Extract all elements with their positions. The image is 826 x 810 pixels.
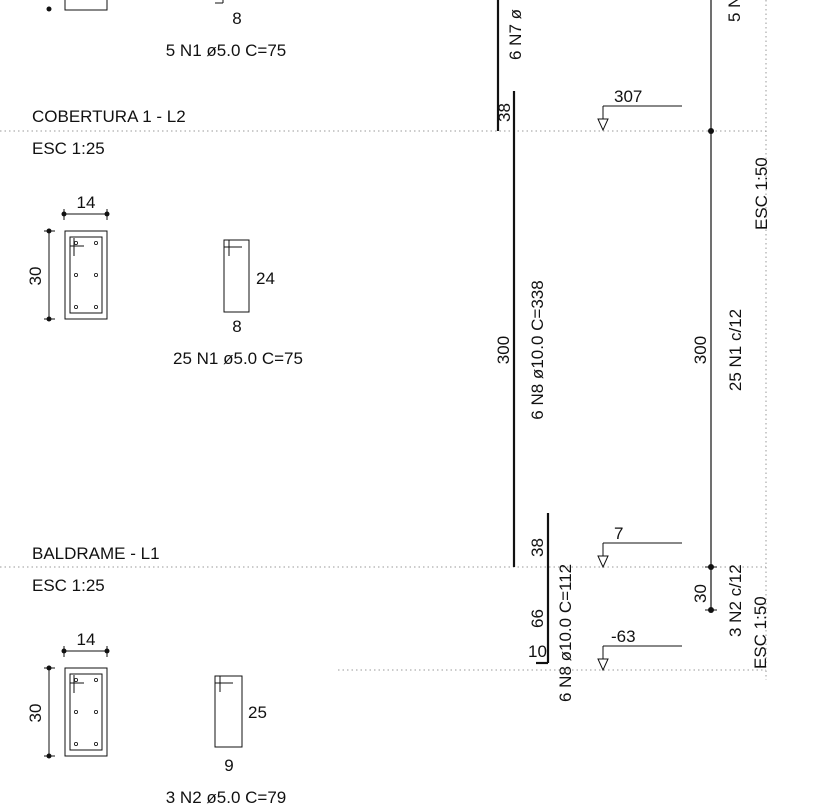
elevation-value: 7 bbox=[614, 524, 623, 543]
hook-length: 10 bbox=[528, 642, 547, 661]
level-triangle-icon bbox=[597, 555, 609, 569]
level-l2-block: COBERTURA 1 - L2 ESC 1:25 14 30 bbox=[26, 107, 303, 368]
base-stirrup-label: 3 N2 c/12 bbox=[726, 564, 745, 637]
elevation-marker-neg63: -63 bbox=[597, 627, 682, 672]
dimension-dot bbox=[46, 6, 52, 12]
elevation-markers: 307 7 -63 bbox=[597, 87, 682, 672]
starter-bar-label: 6 N8 ø10.0 C=112 bbox=[556, 564, 575, 702]
elevation-value: 307 bbox=[614, 87, 642, 106]
span-length: 300 bbox=[691, 336, 710, 364]
rebar bbox=[74, 742, 79, 747]
rebar bbox=[94, 304, 99, 309]
level-l1-block: BALDRAME - L1 ESC 1:25 14 30 25 9 3 bbox=[26, 544, 286, 807]
rebar bbox=[94, 272, 99, 277]
rebar bbox=[74, 304, 79, 309]
l2-section-width: 14 bbox=[77, 193, 96, 212]
level-l2-name: COBERTURA 1 - L2 bbox=[32, 107, 186, 126]
level-triangle-icon bbox=[597, 658, 609, 672]
bottom-splice-length: 38 bbox=[528, 538, 547, 557]
span-stirrup-label: 25 N1 c/12 bbox=[726, 309, 745, 391]
l1-section-width: 14 bbox=[77, 630, 96, 649]
top-stirrup-width: 8 bbox=[232, 9, 241, 28]
l2-column-section bbox=[64, 230, 108, 320]
l1-rebar-dots bbox=[74, 678, 99, 747]
l1-stirrup-height: 25 bbox=[248, 703, 267, 722]
base-length: 30 bbox=[691, 584, 710, 603]
rebar bbox=[94, 742, 99, 747]
stirrup-elevation: 5 N ESC 1:50 300 25 N1 c/12 30 3 N2 c/12… bbox=[691, 0, 771, 669]
l2-section-height: 30 bbox=[26, 267, 45, 286]
rebar bbox=[94, 710, 99, 715]
main-bar-label: 6 N8 ø10.0 C=338 bbox=[528, 280, 547, 419]
level-l1-scale: ESC 1:25 bbox=[32, 576, 105, 595]
rebar bbox=[94, 678, 99, 683]
l2-stirrup-caption: 25 N1 ø5.0 C=75 bbox=[173, 349, 303, 368]
top-cropped-section: 8 5 N1 ø5.0 C=75 bbox=[46, 0, 287, 60]
l1-column-stirrup bbox=[69, 673, 103, 751]
top-section-outline-cropped bbox=[64, 0, 108, 11]
l2-stirrup-shape bbox=[223, 239, 250, 313]
l1-stirrup-shape bbox=[214, 675, 243, 748]
main-bar-length: 300 bbox=[494, 336, 513, 364]
rebar bbox=[74, 240, 79, 245]
top-splice-length: 38 bbox=[495, 103, 514, 122]
level-l1-name: BALDRAME - L1 bbox=[32, 544, 160, 563]
rebar bbox=[94, 240, 99, 245]
elevation-value: -63 bbox=[611, 627, 636, 646]
elevation-marker-7: 7 bbox=[597, 524, 682, 569]
l2-stirrup-width: 8 bbox=[232, 317, 241, 336]
l2-column-stirrup bbox=[69, 236, 103, 314]
level-guide-lines bbox=[0, 0, 767, 680]
l1-stirrup-caption: 3 N2 ø5.0 C=79 bbox=[166, 788, 287, 807]
top-bar-label: 6 N7 ø bbox=[506, 9, 525, 60]
longitudinal-rebar-elevation: 6 N7 ø 38 300 6 N8 ø10.0 C=338 38 66 10 … bbox=[494, 0, 575, 702]
rebar bbox=[74, 710, 79, 715]
top-stirrup-caption: 5 N1 ø5.0 C=75 bbox=[166, 41, 287, 60]
level-l2-scale: ESC 1:25 bbox=[32, 139, 105, 158]
rebar bbox=[74, 272, 79, 277]
l1-section-height: 30 bbox=[26, 704, 45, 723]
dimension-dot bbox=[708, 128, 714, 134]
level-triangle-icon bbox=[597, 118, 609, 132]
anchorage-length: 66 bbox=[528, 609, 547, 628]
lower-scale-label: ESC 1:50 bbox=[751, 596, 770, 669]
l2-stirrup-height: 24 bbox=[256, 269, 275, 288]
upper-scale-label: ESC 1:50 bbox=[752, 157, 771, 230]
top-stirrup-label: 5 N bbox=[725, 0, 744, 22]
l1-stirrup-width: 9 bbox=[224, 756, 233, 775]
l2-rebar-dots bbox=[74, 240, 99, 309]
l1-column-section bbox=[64, 667, 108, 757]
elevation-marker-307: 307 bbox=[597, 87, 682, 132]
rebar bbox=[74, 678, 79, 683]
